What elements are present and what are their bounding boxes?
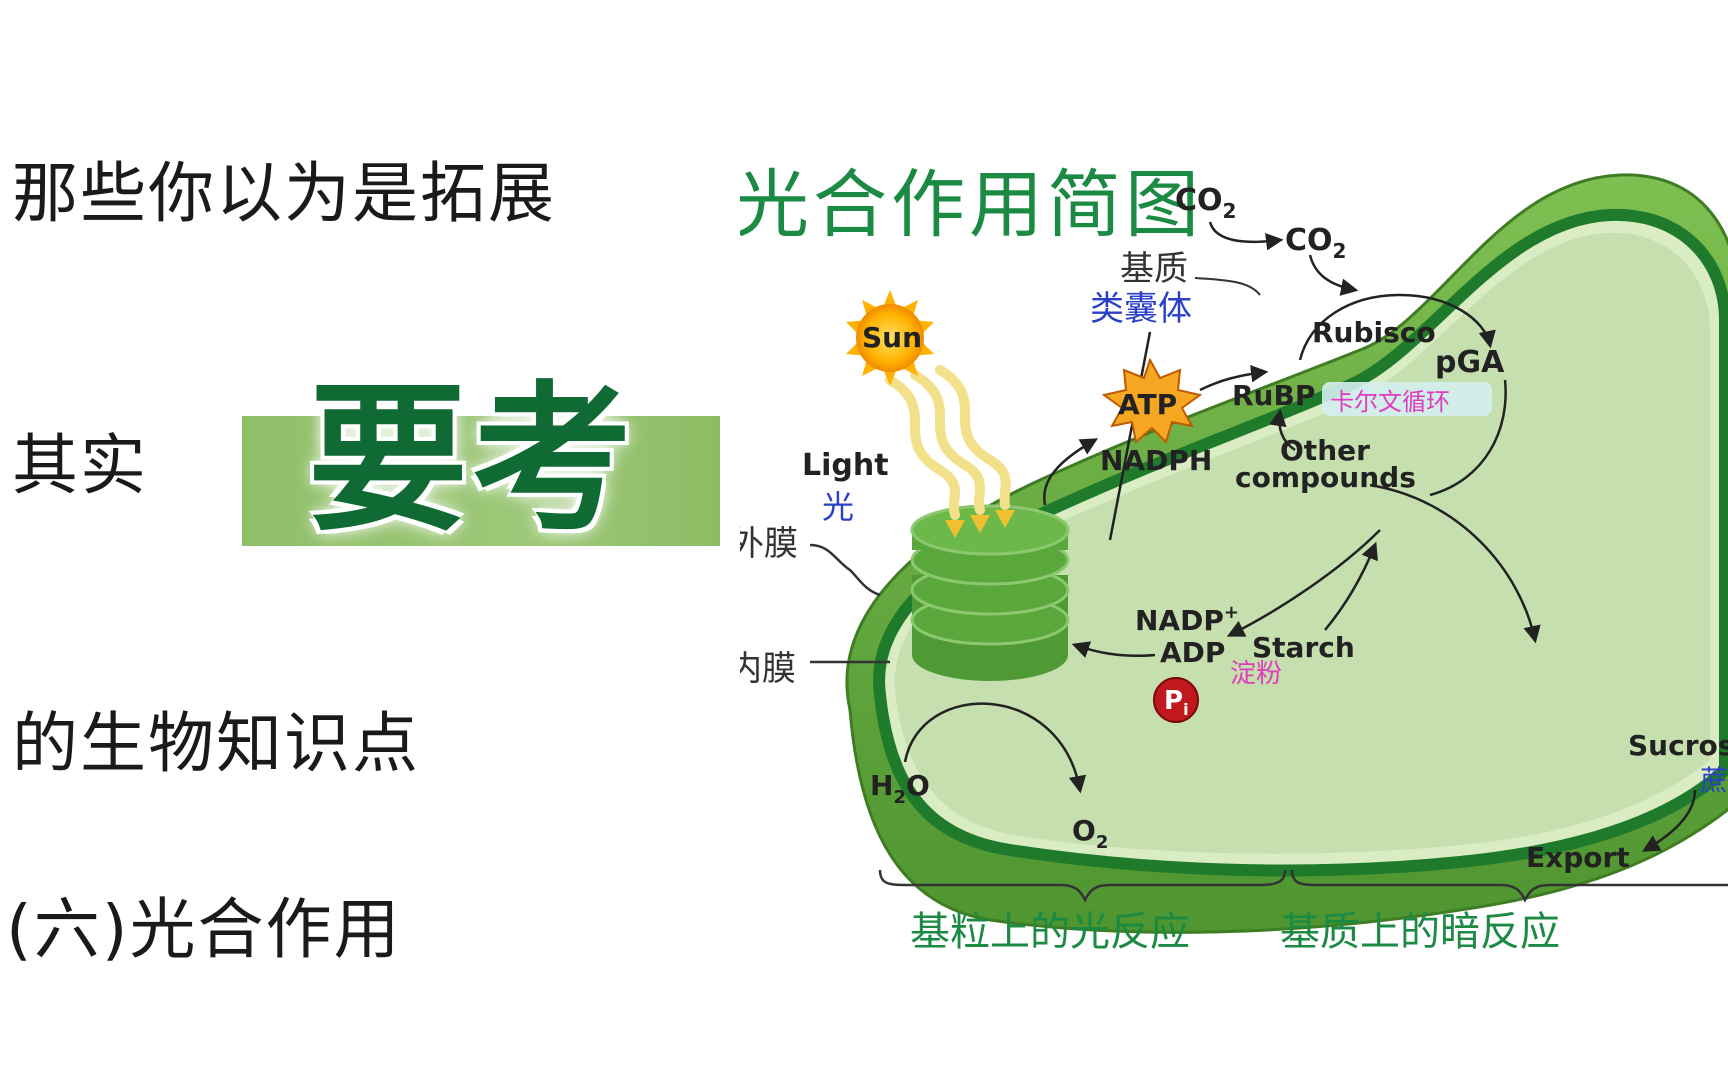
calvin-cycle-label: 卡尔文循环 <box>1330 388 1450 416</box>
calvin-cycle-highlight <box>1322 382 1492 416</box>
emphasis-text: 要考 <box>308 366 637 553</box>
chloroplast-diagram: 光合作用简图 Sun Light 光 类囊体 外膜 <box>740 162 1728 955</box>
dark-reaction-brace <box>1290 869 1728 903</box>
co2-to-rubisco-arrow <box>1308 254 1359 296</box>
highlight-box <box>242 416 720 546</box>
light-reaction-label: 基粒上的光反应 <box>910 909 1190 955</box>
atp-to-rubp-arrow <box>1199 364 1269 392</box>
stroma-pointer-line <box>1194 277 1261 296</box>
other-to-rubp-arrow <box>1269 408 1296 452</box>
o2-label: O2 <box>1072 814 1108 853</box>
adp-label: ADP <box>1160 636 1225 669</box>
sun-label: Sun <box>862 321 922 354</box>
calvin-cycle-arrow <box>1298 293 1496 361</box>
diagram-title: 光合作用简图 <box>740 162 1203 248</box>
co2-entry-arrow <box>1208 221 1284 251</box>
heading-line-4: (六)光合作用 <box>6 891 402 968</box>
pga-label: pGA <box>1435 345 1505 380</box>
rubp-label: RuBP <box>1232 379 1315 412</box>
nadph-label: NADPH <box>1100 444 1212 477</box>
starch-cycle-arrow <box>1324 541 1378 631</box>
outer-membrane-label: 外膜 <box>740 524 798 564</box>
heading-line-2: 其实 <box>12 427 148 504</box>
grana-to-atp-arrow <box>1042 438 1099 506</box>
sucrose-cn-label: 蔗 <box>1700 764 1728 797</box>
light-rays <box>885 365 1011 520</box>
dark-reaction-label: 基质上的暗反应 <box>1280 909 1560 955</box>
pi-label: Pi <box>1164 686 1189 719</box>
calvin-cycle-lower-arrow <box>1429 379 1507 497</box>
chloroplast-outer-membrane <box>845 173 1728 934</box>
heading-line-3: 的生物知识点 <box>12 705 420 782</box>
inner-membrane-label: 内膜 <box>740 649 796 689</box>
atp-burst-icon <box>1101 357 1203 444</box>
sucrose-label: Sucros <box>1628 729 1728 762</box>
rubisco-label: Rubisco <box>1312 316 1436 349</box>
co2-inside-label: CO2 <box>1285 223 1346 263</box>
stroma-label: 基质 <box>1120 249 1188 289</box>
outer-membrane-pointer <box>809 543 881 597</box>
starch-cn-label: 淀粉 <box>1230 659 1282 689</box>
adp-to-grana-arrow <box>1071 641 1156 658</box>
co2-outside-label: CO2 <box>1175 183 1236 223</box>
nadp-label: NADP+ <box>1135 602 1239 637</box>
starch-label: Starch <box>1252 631 1355 664</box>
h2o-to-o2-arrow <box>903 702 1087 794</box>
grana-stack <box>910 504 1070 681</box>
sucrose-arrow <box>1369 483 1541 644</box>
h2o-label: H2O <box>870 769 930 808</box>
light-arrowheads <box>945 510 1015 538</box>
light-cn-label: 光 <box>822 488 854 526</box>
thylakoid-label: 类囊体 <box>1090 289 1192 329</box>
light-reaction-brace <box>878 869 1287 903</box>
export-arrow <box>1641 789 1697 852</box>
light-label: Light <box>802 448 889 483</box>
sun-icon <box>846 290 934 386</box>
other-compounds-label-1: Other <box>1280 434 1370 467</box>
thylakoid-pointer-line <box>1108 331 1152 541</box>
atp-label: ATP <box>1118 388 1177 421</box>
pi-icon <box>1153 677 1199 723</box>
heading-line-1: 那些你以为是拓展 <box>12 155 556 232</box>
export-label: Export <box>1526 841 1630 874</box>
